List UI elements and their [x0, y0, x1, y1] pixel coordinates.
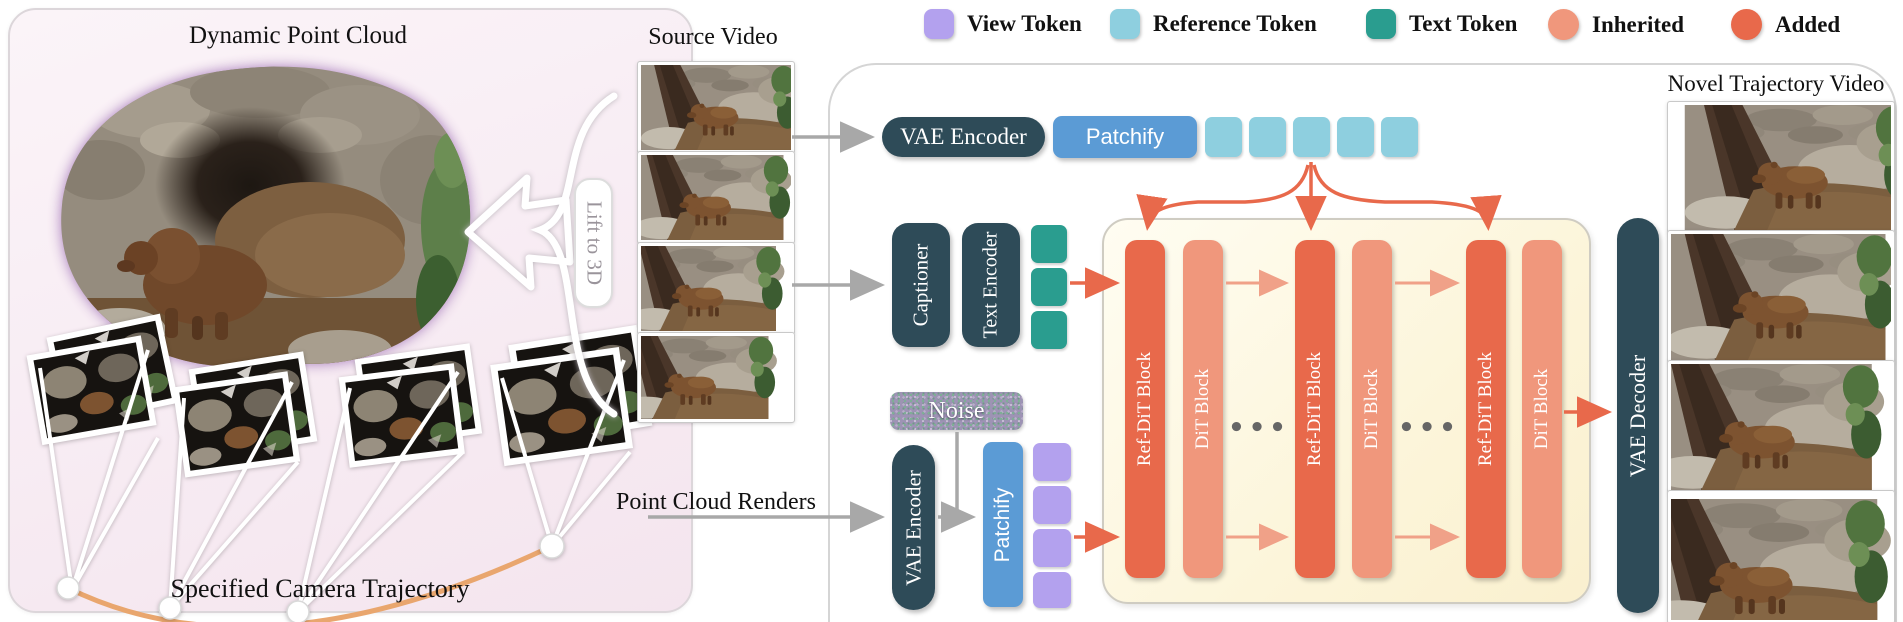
ellipsis-dots: ••• — [1228, 413, 1290, 443]
legend-item-inherited: Inherited — [1548, 9, 1684, 40]
legend-item-view-token: View Token — [924, 9, 1082, 39]
source-video-frame-3 — [637, 242, 795, 335]
novel-video-frame-2 — [1667, 230, 1895, 364]
ref-dit-block-label: Ref-DiT Block — [1304, 351, 1325, 467]
reference-token — [1293, 117, 1330, 157]
source-video-frame-1 — [637, 61, 795, 154]
point-cloud-panel — [8, 8, 693, 613]
lift-to-3d-label: Lift to 3D — [582, 201, 606, 285]
vae-encoder-bottom-pill: VAE Encoder — [892, 445, 935, 610]
method-panel-outline — [828, 63, 1897, 622]
view-token — [1033, 486, 1071, 524]
dit-block-label: DiT Block — [1531, 368, 1552, 450]
dit-block-label: DiT Block — [1361, 368, 1382, 450]
lift-to-3d-pill: Lift to 3D — [574, 178, 613, 308]
noise-label: Noise — [928, 397, 985, 424]
dynamic-point-cloud-title: Dynamic Point Cloud — [189, 22, 408, 49]
patchify-bottom-label: Patchify — [991, 487, 1014, 562]
dit-block-2: DiT Block — [1352, 240, 1392, 578]
patchify-top-block: Patchify — [1053, 116, 1197, 158]
view-token — [1033, 529, 1071, 567]
added-swatch-icon — [1731, 9, 1762, 40]
legend-label: Added — [1775, 11, 1841, 37]
captioner-label: Captioner — [908, 243, 933, 327]
novel-trajectory-video-title: Novel Trajectory Video — [1667, 71, 1885, 96]
reference-token — [1337, 117, 1374, 157]
reference-token — [1381, 117, 1418, 157]
text-token — [1031, 268, 1067, 306]
captioner-pill: Captioner — [892, 223, 950, 347]
view-token — [1033, 443, 1071, 481]
patchify-bottom-block: Patchify — [983, 442, 1023, 607]
legend-item-reference-token: Reference Token — [1110, 9, 1317, 39]
legend-label: View Token — [967, 11, 1082, 36]
text-token — [1031, 225, 1067, 263]
ref-dit-block-3: Ref-DiT Block — [1466, 240, 1506, 578]
inherited-swatch-icon — [1548, 9, 1579, 40]
patchify-top-label: Patchify — [1085, 124, 1165, 149]
legend-label: Reference Token — [1153, 11, 1317, 36]
dit-stack-container — [1102, 218, 1591, 604]
dit-block-1: DiT Block — [1183, 240, 1223, 578]
legend-label: Text Token — [1409, 11, 1518, 36]
vae-decoder-pill: VAE Decoder — [1617, 218, 1659, 613]
novel-video-frame-4 — [1667, 490, 1895, 622]
point-cloud-renders-label: Point Cloud Renders — [615, 489, 817, 515]
dit-block-3: DiT Block — [1522, 240, 1562, 578]
reference-token-swatch-icon — [1110, 9, 1140, 39]
ellipsis-dots: ••• — [1398, 413, 1460, 443]
view-token-swatch-icon — [924, 9, 954, 39]
source-video-frame-2 — [637, 151, 795, 244]
vae-decoder-label: VAE Decoder — [1625, 354, 1650, 477]
ref-dit-block-label: Ref-DiT Block — [1475, 351, 1496, 467]
ref-dit-block-1: Ref-DiT Block — [1125, 240, 1165, 578]
novel-video-frame-3 — [1667, 360, 1895, 494]
vae-encoder-top-label: VAE Encoder — [900, 124, 1027, 149]
text-token — [1031, 311, 1067, 349]
novel-video-frame-1 — [1667, 101, 1895, 234]
legend-item-added: Added — [1731, 9, 1840, 40]
source-video-title: Source Video — [648, 24, 778, 50]
vae-encoder-bottom-label: VAE Encoder — [901, 469, 925, 586]
ref-dit-block-2: Ref-DiT Block — [1295, 240, 1335, 578]
text-encoder-label: Text Encoder — [979, 231, 1002, 339]
ref-dit-block-label: Ref-DiT Block — [1134, 351, 1155, 467]
dit-block-label: DiT Block — [1192, 368, 1213, 450]
text-encoder-pill: Text Encoder — [962, 223, 1020, 347]
noise-box: Noise — [890, 392, 1023, 430]
reference-token — [1249, 117, 1286, 157]
source-video-frame-4 — [637, 332, 795, 423]
vae-encoder-top-pill: VAE Encoder — [882, 117, 1045, 157]
legend-item-text-token: Text Token — [1366, 9, 1517, 39]
camera-trajectory-label: Specified Camera Trajectory — [170, 574, 470, 603]
reference-token — [1205, 117, 1242, 157]
text-token-swatch-icon — [1366, 9, 1396, 39]
view-token — [1033, 572, 1071, 608]
legend-label: Inherited — [1592, 11, 1684, 37]
